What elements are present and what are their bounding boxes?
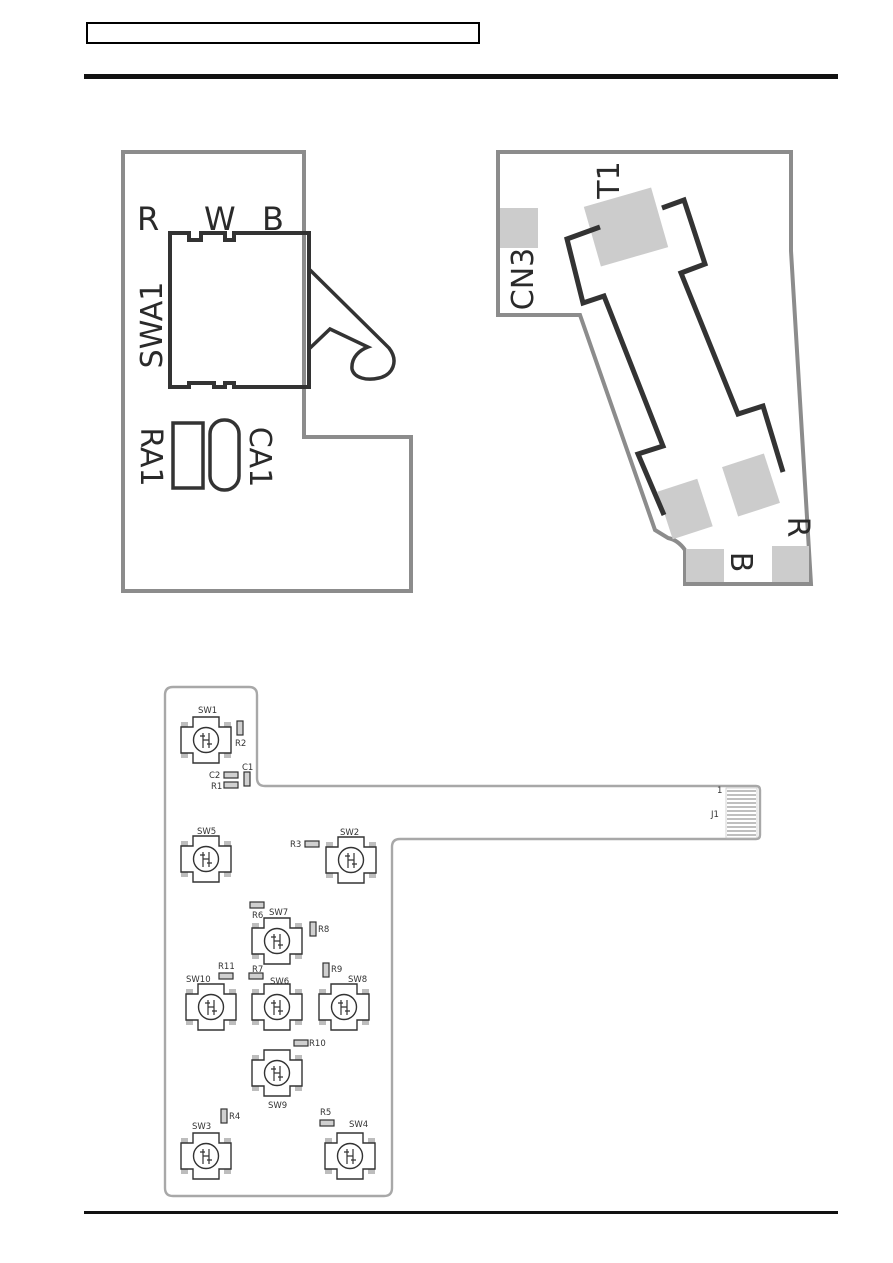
label-sw5: SW5 xyxy=(197,827,216,837)
label-c2: C2 xyxy=(209,771,220,781)
swa1-body xyxy=(168,231,311,389)
label-sw10: SW10 xyxy=(186,975,211,985)
label-r2: R2 xyxy=(235,739,246,749)
r9-resistor xyxy=(322,962,330,978)
swa1-lever xyxy=(307,267,396,381)
sw6-switch xyxy=(251,983,303,1031)
board-swa: R W B SWA1 RA1 CA1 xyxy=(121,150,413,593)
r2-resistor xyxy=(236,720,244,736)
label-sw7: SW7 xyxy=(269,908,288,918)
label-c1: C1 xyxy=(242,763,253,773)
label-r11: R11 xyxy=(218,962,235,972)
sw2-switch xyxy=(325,836,377,884)
label-pin1: 1 xyxy=(717,786,722,796)
sw1-switch xyxy=(180,716,232,764)
board-cn: T1 CN3 B R xyxy=(496,150,815,586)
r11-resistor xyxy=(218,972,234,980)
label-sw1: SW1 xyxy=(198,706,217,716)
r5-resistor xyxy=(319,1119,335,1127)
label-r1: R1 xyxy=(211,782,222,792)
label-r: R xyxy=(137,200,159,238)
t1-pad-top xyxy=(583,187,669,267)
r3-resistor xyxy=(304,840,320,848)
cn3-pad xyxy=(500,208,538,248)
r4-resistor xyxy=(220,1108,228,1124)
label-b: B xyxy=(262,200,284,238)
label-r10: R10 xyxy=(309,1039,326,1049)
sw10-switch xyxy=(185,983,237,1031)
label-r4: R4 xyxy=(229,1112,240,1122)
sw9-switch xyxy=(251,1049,303,1097)
label-j1: J1 xyxy=(710,810,719,820)
ra1-outline xyxy=(171,421,205,490)
sw7-switch xyxy=(251,917,303,965)
sw8-switch xyxy=(318,983,370,1031)
pad-b xyxy=(686,549,724,582)
sw4-switch xyxy=(324,1132,376,1180)
label-sw9: SW9 xyxy=(268,1101,287,1111)
board-swa-outline xyxy=(121,150,413,593)
t1-outline-left xyxy=(564,224,667,516)
label-sw3: SW3 xyxy=(192,1122,211,1132)
label-ra1: RA1 xyxy=(133,427,168,486)
label-b-rot: B xyxy=(723,552,758,573)
label-r7: R7 xyxy=(252,965,263,975)
label-swa1: SWA1 xyxy=(135,282,170,369)
label-r6: R6 xyxy=(252,911,263,921)
label-sw8: SW8 xyxy=(348,975,367,985)
label-cn3: CN3 xyxy=(506,248,541,310)
label-r5: R5 xyxy=(320,1108,331,1118)
sw5-switch xyxy=(180,835,232,883)
pad-r xyxy=(772,546,809,582)
label-r-rot: R xyxy=(780,517,815,538)
r1-resistor xyxy=(223,781,239,789)
c2-capacitor xyxy=(223,771,239,779)
label-r3: R3 xyxy=(290,840,301,850)
label-ca1: CA1 xyxy=(242,427,277,488)
sw3-switch xyxy=(180,1132,232,1180)
j1-connector xyxy=(725,787,758,839)
label-sw4: SW4 xyxy=(349,1120,368,1130)
header-rule xyxy=(84,74,838,79)
label-sw6: SW6 xyxy=(270,977,289,987)
label-r8: R8 xyxy=(318,925,329,935)
t1-pad-br xyxy=(722,453,780,517)
t1-outline-right xyxy=(661,196,786,473)
title-box xyxy=(86,22,480,44)
footer-rule xyxy=(84,1211,838,1214)
board-sw-outline xyxy=(163,685,762,1198)
c1-capacitor xyxy=(243,771,251,787)
r8-resistor xyxy=(309,921,317,937)
label-t1: T1 xyxy=(592,161,627,199)
r6-resistor xyxy=(249,901,265,909)
r10-resistor xyxy=(293,1039,309,1047)
label-w: W xyxy=(204,200,236,238)
board-cn-outline xyxy=(496,150,814,586)
label-r9: R9 xyxy=(331,965,342,975)
ca1-outline xyxy=(208,418,241,492)
t1-pad-bl xyxy=(657,478,713,540)
board-sw: SW1 R2 C1 C2 R1 1 J1 SW5 SW2 R3 R6 SW7 R… xyxy=(163,685,762,1198)
label-sw2: SW2 xyxy=(340,828,359,838)
